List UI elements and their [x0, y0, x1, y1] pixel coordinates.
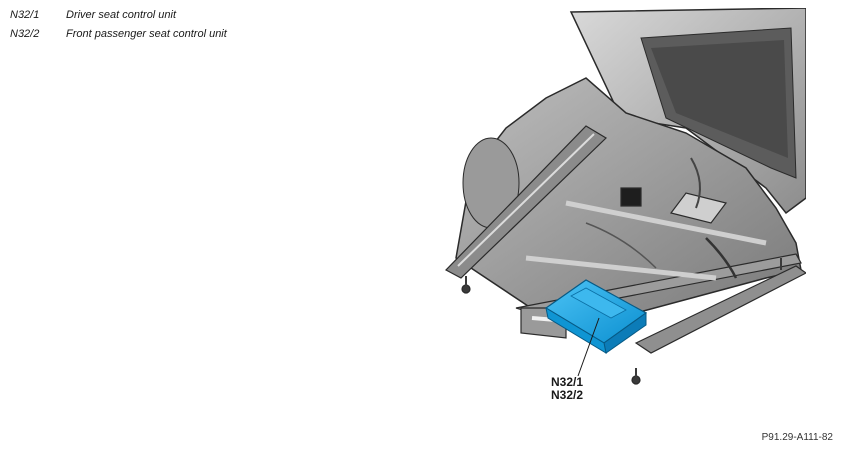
legend-description: Front passenger seat control unit: [66, 28, 227, 40]
component-callout: N32/1 N32/2: [551, 376, 583, 402]
seat-backrest: [569, 8, 806, 215]
callout-leader-line: [577, 317, 600, 377]
callout-label-n32-2: N32/2: [551, 388, 584, 402]
legend-description: Driver seat control unit: [66, 9, 177, 21]
seat-underside-illustration: [445, 8, 806, 385]
figure-reference-code: P91.29-A111-82: [761, 432, 833, 443]
seat-control-unit: [544, 279, 648, 355]
legend-code: N32/2: [10, 28, 40, 40]
legend-code: N32/1: [10, 9, 40, 21]
callout-label-n32-1: N32/1: [551, 375, 584, 389]
